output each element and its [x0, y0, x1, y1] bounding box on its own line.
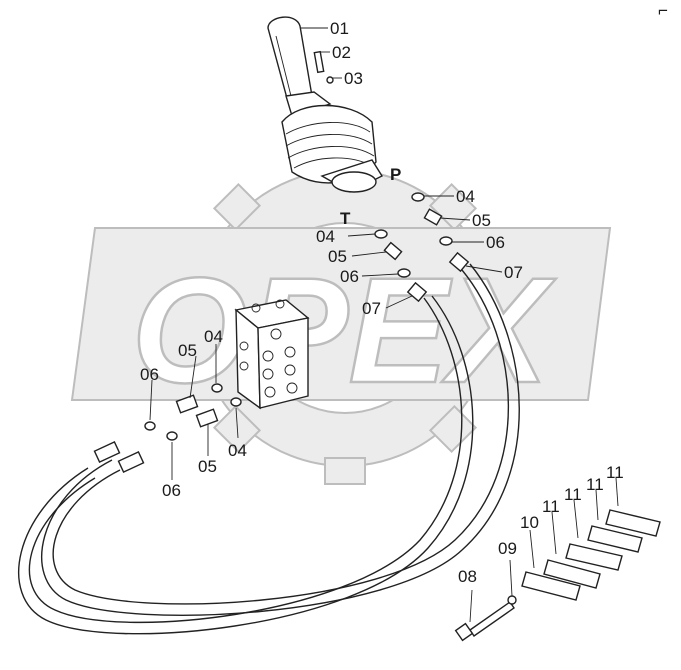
callout-07-p: 07 — [504, 263, 523, 282]
port-label-t: T — [340, 209, 351, 228]
hose-end-icon — [117, 450, 145, 474]
callout-04-t: 04 — [316, 227, 335, 246]
callout-06-t: 06 — [340, 267, 359, 286]
leader-lines — [149, 27, 619, 623]
callout-11-c: 11 — [586, 475, 604, 494]
bolt-icon — [454, 595, 517, 642]
callout-11-a: 11 — [542, 497, 560, 516]
fitting-icon — [195, 408, 219, 428]
fitting-icon — [175, 394, 199, 414]
o-ring-icon — [397, 268, 411, 278]
callouts: 01 02 03 04 05 06 07 04 05 06 07 04 05 0… — [140, 19, 624, 586]
o-ring-icon — [439, 236, 453, 246]
port-label-p: P — [390, 165, 401, 184]
callout-06-valve-b: 06 — [162, 481, 181, 500]
hose-clamp-icon — [521, 509, 661, 601]
o-ring-icon — [230, 397, 242, 407]
o-ring-icon — [166, 431, 178, 441]
valve-block-icon — [234, 299, 310, 410]
callout-02: 02 — [332, 43, 351, 62]
hose-end-icon — [93, 440, 121, 464]
fitting-icon — [383, 241, 403, 261]
hose-end-icon — [406, 281, 428, 303]
watermark-text: OPEX — [132, 246, 557, 414]
callout-03: 03 — [344, 69, 363, 88]
hose-end-icon — [448, 251, 470, 273]
fitting-icon — [423, 208, 443, 226]
callout-07-t: 07 — [362, 299, 381, 318]
callout-05-valve-b: 05 — [198, 457, 217, 476]
o-ring-icon — [211, 383, 223, 393]
callout-05-valve-a: 05 — [178, 341, 197, 360]
callout-06-valve-a: 06 — [140, 365, 159, 384]
callout-11-b: 11 — [564, 485, 582, 504]
o-ring-icon — [374, 229, 388, 239]
callout-08: 08 — [458, 567, 477, 586]
o-ring-icon — [411, 192, 425, 202]
callout-11-d: 11 — [606, 463, 624, 482]
callout-04-valve-a: 04 — [204, 327, 223, 346]
callout-05-p: 05 — [472, 211, 491, 230]
callout-01: 01 — [330, 19, 349, 38]
callout-06-p: 06 — [486, 233, 505, 252]
watermark: OPEX — [70, 151, 612, 485]
corner-mark: ⌐ — [658, 1, 668, 20]
callout-04-valve-b: 04 — [228, 441, 247, 460]
joystick-icon — [267, 16, 384, 193]
fittings — [93, 192, 470, 474]
callout-10: 10 — [520, 513, 539, 532]
hydraulic-hose-icon — [18, 263, 520, 635]
o-ring-icon — [144, 421, 156, 431]
callout-09: 09 — [498, 539, 517, 558]
callout-04-p: 04 — [456, 187, 475, 206]
callout-05-t: 05 — [328, 247, 347, 266]
